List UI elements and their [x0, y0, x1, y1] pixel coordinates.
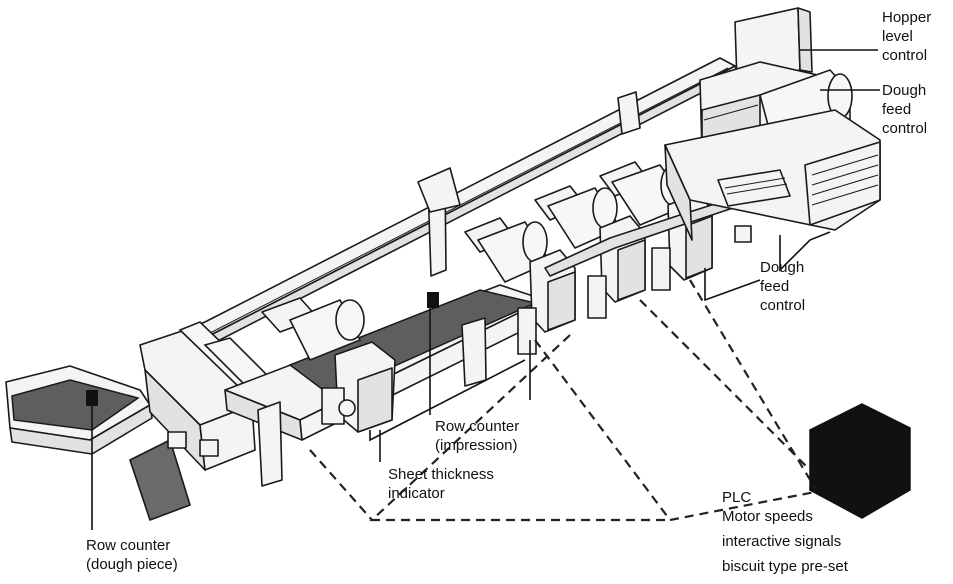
- label-row-counter-impression-line-2: (impression): [435, 437, 518, 454]
- label-hopper-level-control: Hopper level control: [882, 9, 935, 64]
- label-hopper-line-3: control: [882, 47, 927, 64]
- label-plc-line-2: Motor speeds: [722, 508, 813, 525]
- label-row-counter-impression: Row counter (impression): [435, 418, 523, 454]
- sheeter-hopper: [664, 7, 881, 243]
- label-sheet-thickness-line-1: Sheet thickness: [388, 466, 494, 483]
- plc-hexagon-icon: [809, 403, 911, 519]
- label-dough-feed-control-top: Dough feed control: [882, 82, 930, 137]
- label-row-counter-dough-line-1: Row counter: [86, 537, 170, 554]
- overhead-return-conveyor: [184, 57, 739, 347]
- label-plc-line-4: biscuit type pre-set: [722, 558, 849, 575]
- label-hopper-line-1: Hopper: [882, 9, 931, 26]
- label-dough-feed-control-mid: Dough feed control: [760, 259, 808, 314]
- label-row-counter-dough-piece: Row counter (dough piece): [86, 537, 178, 573]
- signal-lines: [309, 279, 816, 522]
- label-dough-feed-mid-line-3: control: [760, 297, 805, 314]
- label-dough-feed-mid-line-1: Dough: [760, 259, 804, 276]
- label-hopper-line-2: level: [882, 28, 913, 45]
- label-row-counter-impression-line-1: Row counter: [435, 418, 519, 435]
- gauge-roll-station-1: [261, 297, 396, 433]
- label-plc: PLC Motor speeds interactive signals bis…: [722, 489, 849, 575]
- label-plc-line-3: interactive signals: [722, 533, 841, 550]
- label-row-counter-dough-line-2: (dough piece): [86, 556, 178, 573]
- leader-lines: [91, 49, 880, 530]
- infeed-conveyor: [5, 365, 153, 455]
- label-dough-feed-top-line-1: Dough: [882, 82, 926, 99]
- laminator-frame: [129, 321, 274, 521]
- label-sheet-thickness-line-2: indicator: [388, 485, 445, 502]
- label-sheet-thickness-indicator: Sheet thickness indicator: [388, 466, 498, 502]
- dough-piece-sensor: [86, 390, 98, 406]
- label-dough-feed-top-line-2: feed: [882, 101, 911, 118]
- label-dough-feed-mid-line-2: feed: [760, 278, 789, 295]
- label-plc-line-1: PLC: [722, 489, 751, 506]
- label-dough-feed-top-line-3: control: [882, 120, 927, 137]
- impression-sensor-block: [427, 292, 439, 308]
